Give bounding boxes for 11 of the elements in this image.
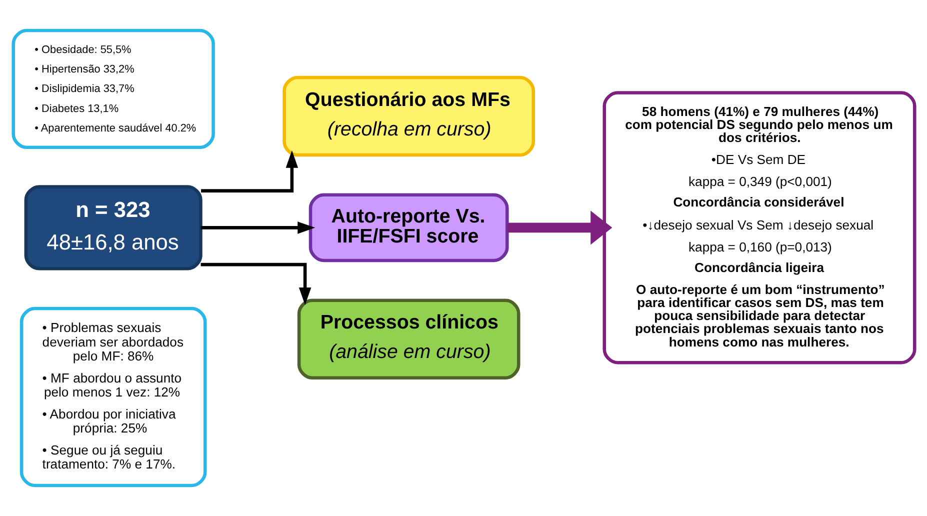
node-box: • Obesidade: 55,5% • Hipertensão 33,2% • Dislipidemia 33,7% • Diabetes 13,1% • Aparentemente saudável 40.2% xyxy=(11,28,214,150)
node-box: Questionário aos MFs (recolha em curso) xyxy=(282,76,534,157)
arrow xyxy=(200,222,315,234)
arrow xyxy=(506,210,612,245)
node-box: Processos clínicos (análise em curso) xyxy=(296,298,520,380)
node-box: Auto-reporte Vs. IIFE/FSFI score xyxy=(308,193,508,262)
node-box: n = 323 48±16,8 anos xyxy=(24,185,202,270)
node-box: • Problemas sexuais deveriam ser abordados pelo MF: 86% • MF abordou o assunto pelo menos 1 vez: 12% • Abordou por iniciativa própria: 25% • Segue ou já seguiu tratamento: 7% e 17%. xyxy=(19,306,206,488)
node-box: 58 homens (41%) e 79 mulheres (44%) com potencial DS segundo pelo menos um dos critérios. •DE Vs Sem DE kappa = 0,349 (p<0,001) Concordância considerável •↓desejo sexual Vs Sem ↓desejo sexual kappa = 0,160 (p=0,013) Concordância ligeira O auto-reporte é um bom “instrumento” para identificar casos sem DS, mas tem pouca sensibilidade para detectar potenciais problemas sexuais tanto nos homens como nas mulheres. xyxy=(602,91,916,364)
arrow xyxy=(200,262,311,306)
arrow xyxy=(200,150,298,192)
